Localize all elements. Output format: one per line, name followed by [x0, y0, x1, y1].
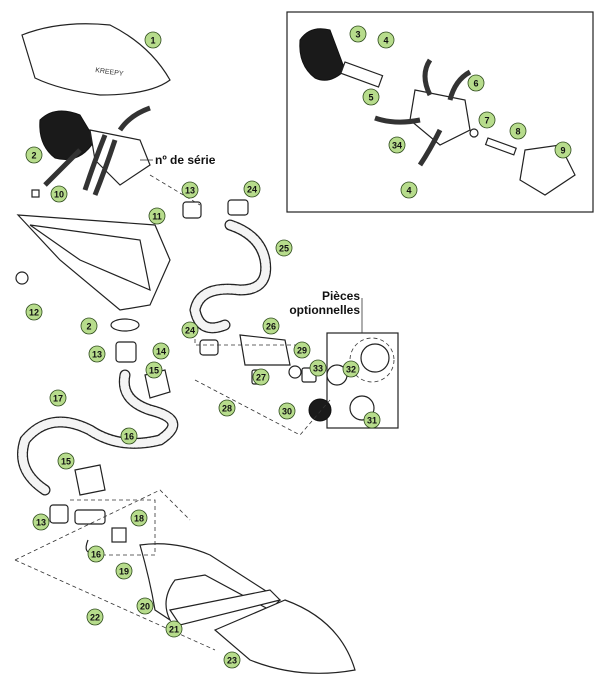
- callout-number: 32: [346, 365, 356, 375]
- callout-number: 9: [560, 146, 565, 156]
- callout-number: 12: [29, 308, 39, 318]
- callout-number: 14: [156, 347, 166, 357]
- optional-parts-label-1: Pièces: [322, 289, 360, 303]
- callout-number: 4: [383, 36, 388, 46]
- optional-parts-label-2: optionnelles: [289, 303, 360, 317]
- callout-number: 1: [150, 36, 155, 46]
- callout-number: 27: [256, 373, 266, 383]
- callout-number: 5: [368, 93, 373, 103]
- callout-32: 32: [342, 360, 360, 378]
- callout-28: 28: [218, 399, 236, 417]
- callout-number: 29: [297, 346, 307, 356]
- serial-number-label: nº de série: [155, 153, 216, 167]
- callout-number: 8: [515, 127, 520, 137]
- callout-19: 19: [115, 562, 133, 580]
- callout-number: 7: [484, 116, 489, 126]
- callout-2: 2: [80, 317, 98, 335]
- callout-10: 10: [50, 185, 68, 203]
- callout-number: 24: [247, 185, 257, 195]
- callout-23: 23: [223, 651, 241, 669]
- callout-13: 13: [181, 181, 199, 199]
- callout-number: 16: [91, 550, 101, 560]
- callout-number: 28: [222, 404, 232, 414]
- callout-12: 12: [25, 303, 43, 321]
- callout-number: 22: [90, 613, 100, 623]
- callout-number: 10: [54, 190, 64, 200]
- callout-number: 13: [92, 350, 102, 360]
- callout-15: 15: [145, 361, 163, 379]
- callout-25: 25: [275, 239, 293, 257]
- callout-number: 15: [149, 366, 159, 376]
- callout-number: 2: [86, 322, 91, 332]
- callout-number: 25: [279, 244, 289, 254]
- callout-22: 22: [86, 608, 104, 626]
- callout-number: 33: [313, 364, 323, 374]
- callout-number: 21: [169, 625, 179, 635]
- callout-6: 6: [467, 74, 485, 92]
- turbine-body: [89, 129, 151, 186]
- detail-inset-box: [286, 11, 594, 213]
- callout-21: 21: [165, 620, 183, 638]
- callout-13: 13: [32, 513, 50, 531]
- callout-number: 19: [119, 567, 129, 577]
- bar: [169, 589, 282, 626]
- callout-13: 13: [88, 345, 106, 363]
- callout-2: 2: [25, 146, 43, 164]
- inset-body: [409, 89, 471, 146]
- fins: [43, 105, 151, 196]
- callout-number: 6: [473, 79, 478, 89]
- callout-8: 8: [509, 122, 527, 140]
- callout-5: 5: [362, 88, 380, 106]
- optional-parts-box: [326, 332, 399, 429]
- callout-16: 16: [87, 545, 105, 563]
- callout-30: 30: [278, 402, 296, 420]
- callout-15: 15: [57, 452, 75, 470]
- callout-26: 26: [262, 317, 280, 335]
- callout-number: 23: [227, 656, 237, 666]
- callout-number: 18: [134, 514, 144, 524]
- callout-number: 20: [140, 602, 150, 612]
- callout-number: 13: [36, 518, 46, 528]
- callout-9: 9: [554, 141, 572, 159]
- callout-4: 4: [377, 31, 395, 49]
- callout-33: 33: [309, 359, 327, 377]
- roller: [39, 110, 96, 160]
- callout-number: 3: [355, 30, 360, 40]
- callout-4: 4: [400, 181, 418, 199]
- callout-27: 27: [252, 368, 270, 386]
- callout-number: 15: [61, 457, 71, 467]
- callout-3: 3: [349, 25, 367, 43]
- callout-number: 30: [282, 407, 292, 417]
- callout-17: 17: [49, 389, 67, 407]
- logo-text: KREEPY: [95, 67, 124, 78]
- callout-number: 2: [31, 151, 36, 161]
- callout-20: 20: [136, 597, 154, 615]
- callout-number: 13: [185, 186, 195, 196]
- callout-number: 31: [367, 416, 377, 426]
- diaphragm: [213, 599, 356, 674]
- callout-11: 11: [148, 207, 166, 225]
- callout-number: 4: [406, 186, 411, 196]
- callout-29: 29: [293, 341, 311, 359]
- callout-number: 17: [53, 394, 63, 404]
- callout-number: 34: [392, 141, 402, 151]
- callout-24: 24: [181, 321, 199, 339]
- callout-number: 24: [185, 326, 195, 336]
- callout-number: 26: [266, 322, 276, 332]
- callout-34: 34: [388, 136, 406, 154]
- callout-1: 1: [144, 31, 162, 49]
- callout-31: 31: [363, 411, 381, 429]
- callout-16: 16: [120, 427, 138, 445]
- callout-number: 11: [152, 212, 162, 222]
- callout-7: 7: [478, 111, 496, 129]
- top-cover: [21, 23, 171, 96]
- callout-24: 24: [243, 180, 261, 198]
- callout-14: 14: [152, 342, 170, 360]
- callout-18: 18: [130, 509, 148, 527]
- yoke: [139, 543, 281, 622]
- inset-roller: [299, 28, 346, 81]
- callout-number: 16: [124, 432, 134, 442]
